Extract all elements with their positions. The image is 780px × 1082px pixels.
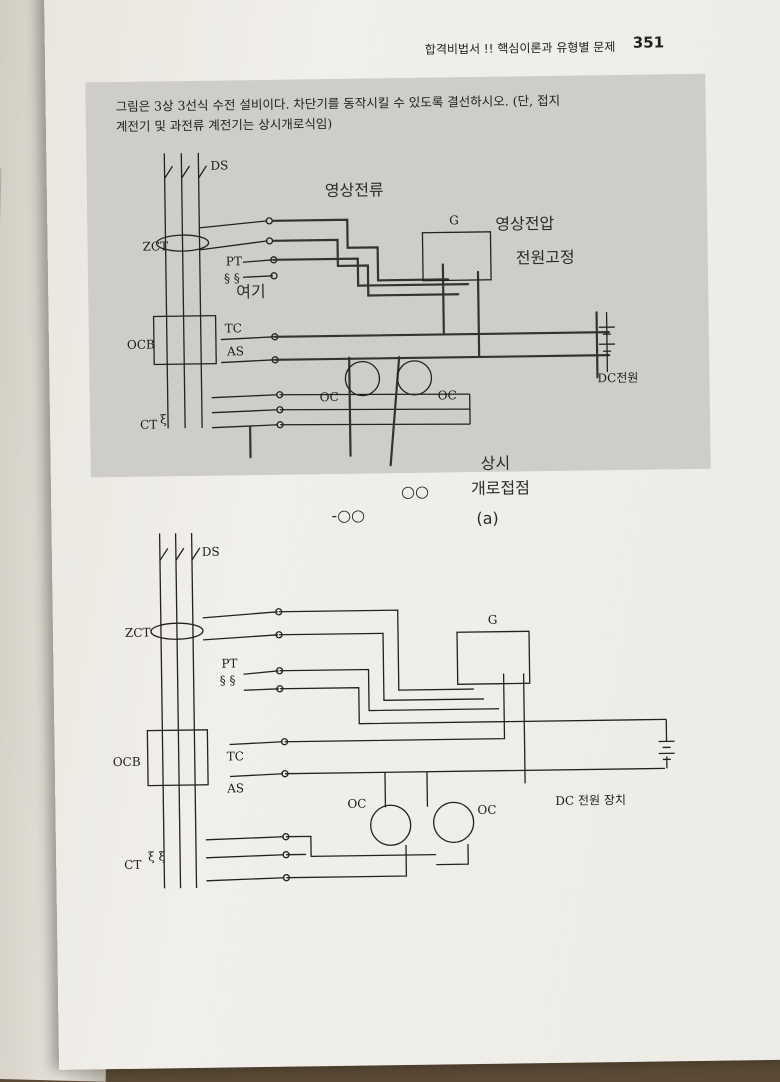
handwritten-contact-right-icon: ○○	[401, 482, 429, 501]
left-page-tab	[0, 168, 1, 410]
handwritten-contact-left-icon: -○○	[331, 506, 365, 525]
bottom-g-relay-box	[457, 631, 530, 684]
top-as-label: AS	[226, 344, 244, 358]
top-tc-label: TC	[225, 321, 242, 335]
bottom-oc-right-relay	[433, 802, 474, 843]
top-g-label: G	[449, 213, 459, 227]
top-zct-label: ZCT	[142, 239, 168, 253]
bottom-ds-switch	[160, 533, 205, 889]
top-ds-switch	[164, 153, 210, 429]
handwritten-g-note-1: 영상전압	[495, 214, 554, 234]
bottom-pt-coil-icon: § §	[220, 673, 236, 687]
book-page: 합격비법서 !! 핵심이론과 유형별 문제 351 그림은 3상 3선식 수전 …	[44, 0, 780, 1070]
top-g-relay-box	[422, 232, 491, 281]
bottom-ct-coil-icon: ξ ξ	[148, 849, 166, 863]
top-ct-label: CT	[140, 417, 157, 431]
bottom-tc-label: TC	[227, 749, 244, 763]
handwritten-bottom-note-3: (a)	[476, 509, 499, 528]
top-oc-right-relay	[397, 361, 431, 395]
top-circuit-diagram: DS ZCT PT § § OCB TC AS CT ξ	[44, 0, 778, 990]
top-oc-right-label: OC	[438, 388, 457, 402]
top-ds-label: DS	[210, 158, 228, 172]
bottom-oc-left-label: OC	[347, 797, 366, 811]
bottom-as-label: AS	[226, 781, 244, 795]
bottom-oc-left-relay	[370, 805, 411, 846]
handwritten-bottom-note-1: 상시	[481, 454, 511, 473]
handwritten-g-note-2: 전원고정	[516, 248, 575, 268]
top-pt-label: PT	[226, 254, 242, 268]
bottom-zct-label: ZCT	[125, 626, 151, 640]
top-oc-left-label: OC	[320, 390, 339, 404]
top-ct-coil-icon: ξ	[160, 412, 167, 426]
bottom-ct-label: CT	[124, 858, 141, 872]
top-ocb-label: OCB	[127, 337, 155, 351]
bottom-wiring	[203, 603, 669, 881]
handwritten-bottom-note-2: 개로접점	[471, 478, 530, 498]
bottom-ds-label: DS	[202, 545, 220, 559]
handwritten-pt-note: 여기	[236, 282, 266, 301]
bottom-ocb-label: OCB	[113, 755, 141, 769]
bottom-oc-right-label: OC	[477, 803, 496, 817]
bottom-ocb-box	[147, 730, 208, 786]
handwritten-top-note: 영상전류	[325, 180, 384, 200]
bottom-pt-label: PT	[221, 656, 237, 670]
top-dc-battery-icon	[599, 312, 616, 372]
top-dc-label: DC전원	[597, 371, 638, 386]
top-ocb-box	[154, 316, 217, 365]
bottom-dc-label: DC 전원 장치	[555, 793, 626, 808]
bottom-g-label: G	[488, 613, 498, 627]
